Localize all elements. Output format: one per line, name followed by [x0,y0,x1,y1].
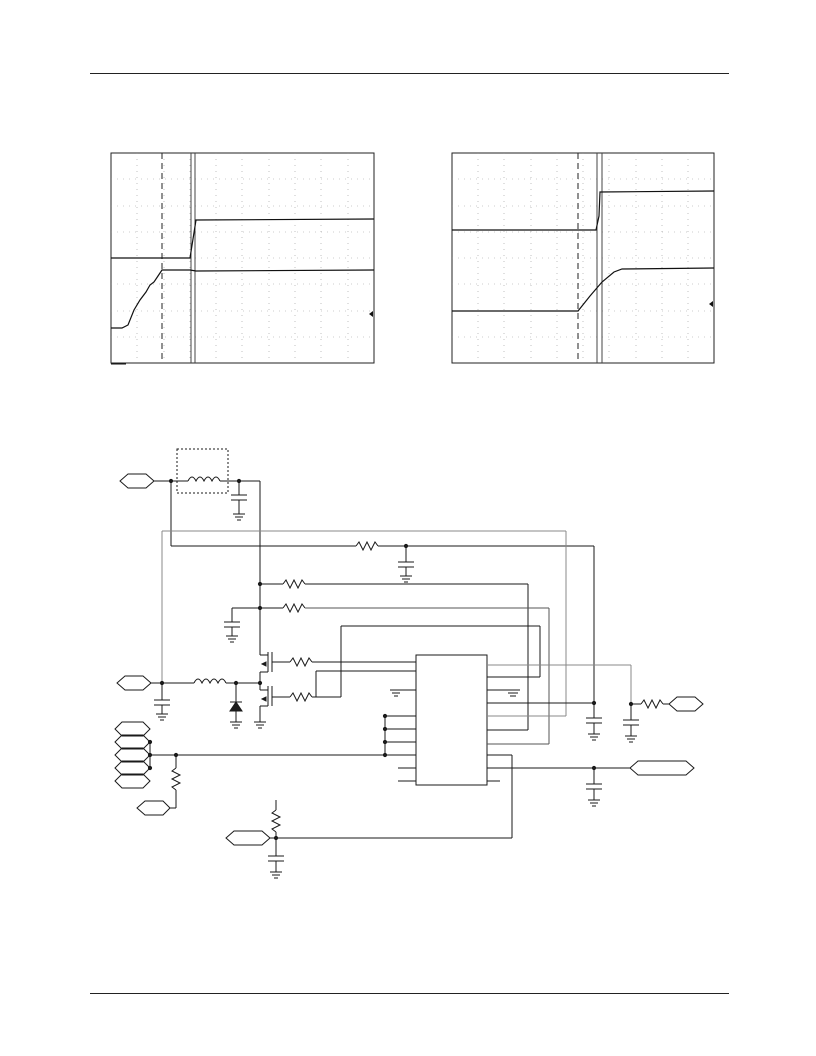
mosfet-icon [260,652,290,673]
upper-step-trace [452,190,715,231]
diode-icon [229,701,243,712]
filter-box [176,448,229,494]
connector-stack [114,721,151,789]
connector-icon [629,760,695,776]
schematic [114,448,704,879]
lower-ramp-trace [452,267,715,312]
resistor-icon [170,767,182,791]
inductor-icon [193,678,227,685]
scope-left [110,152,375,365]
inductor-icon [187,476,221,483]
connector-icon [116,675,152,691]
mosfet-icon [260,686,290,707]
trigger-marker-icon [709,301,713,307]
connector-icon [114,747,151,763]
footer-rule [90,993,729,994]
header-rule [90,73,729,74]
ic-package-icon [415,654,488,786]
resistor-icon [282,578,306,590]
resistor-icon [355,540,379,552]
connector-icon [136,800,171,816]
trigger-marker-icon [369,311,373,317]
connector-icon [225,830,271,846]
connector-icon [114,773,151,789]
upper-step-trace [111,218,375,259]
resistor-icon [289,691,313,703]
resistor-icon [289,656,313,668]
connector-icon [114,734,151,750]
scope-left-grid [111,153,374,363]
lower-ramp-trace [111,269,375,329]
resistor-icon [270,809,282,833]
connector-icon [114,760,151,776]
scope-right-grid [452,153,714,363]
resistor-icon [282,602,306,614]
scope-right [451,152,715,364]
connector-icon [114,721,151,737]
resistor-icon [640,698,664,710]
connector-icon [119,473,155,489]
connector-icon [668,696,704,712]
